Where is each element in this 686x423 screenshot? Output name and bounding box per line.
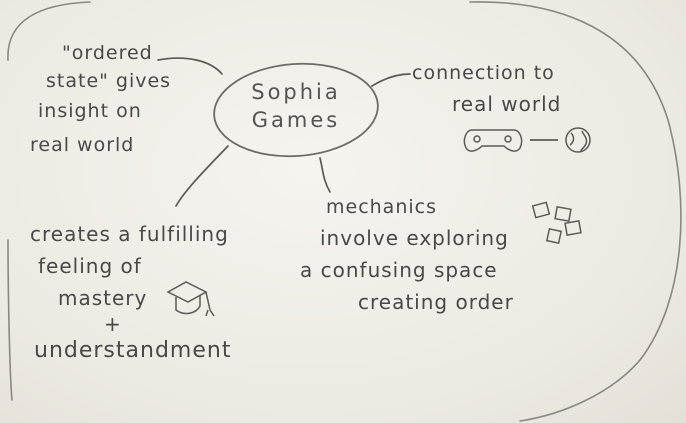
note-bottom-left-line-5: understandment — [34, 338, 232, 363]
note-top-right-line-1: connection to — [412, 62, 555, 84]
note-bottom-right-line-1: mechanics — [326, 196, 437, 218]
note-top-left-line-1: "ordered — [62, 42, 153, 64]
note-bottom-right-line-4: creating order — [358, 290, 514, 314]
connector-top-left — [157, 57, 223, 75]
note-top-right-line-2: real world — [452, 92, 562, 116]
connector-bottom-left — [175, 145, 229, 207]
note-bottom-left-line-2: feeling of — [38, 254, 142, 278]
note-bottom-right-line-3: a confusing space — [300, 258, 498, 282]
game-controller-icon — [463, 129, 523, 152]
note-top-left-line-3: insight on — [38, 100, 142, 122]
graduation-cap-icon — [166, 281, 215, 317]
note-bottom-left-line-3: mastery — [58, 286, 148, 310]
connector-top-right — [371, 73, 411, 87]
center-topic: Sophia Games — [246, 80, 346, 132]
note-top-left-line-4: real world — [30, 134, 135, 156]
center-ellipse — [213, 62, 379, 158]
note-top-left-line-2: state" gives — [46, 70, 172, 92]
center-line-1: Sophia — [251, 80, 341, 104]
puzzle-blocks-icon — [531, 201, 582, 245]
outer-boundary — [7, 1, 682, 422]
center-line-2: Games — [251, 108, 341, 132]
note-bottom-right-line-2: involve exploring — [320, 226, 509, 250]
note-bottom-left-line-4: + — [104, 312, 122, 336]
connector-bottom-right — [319, 157, 331, 193]
globe-icon — [565, 127, 591, 153]
note-bottom-left-line-1: creates a fulfilling — [30, 222, 229, 246]
